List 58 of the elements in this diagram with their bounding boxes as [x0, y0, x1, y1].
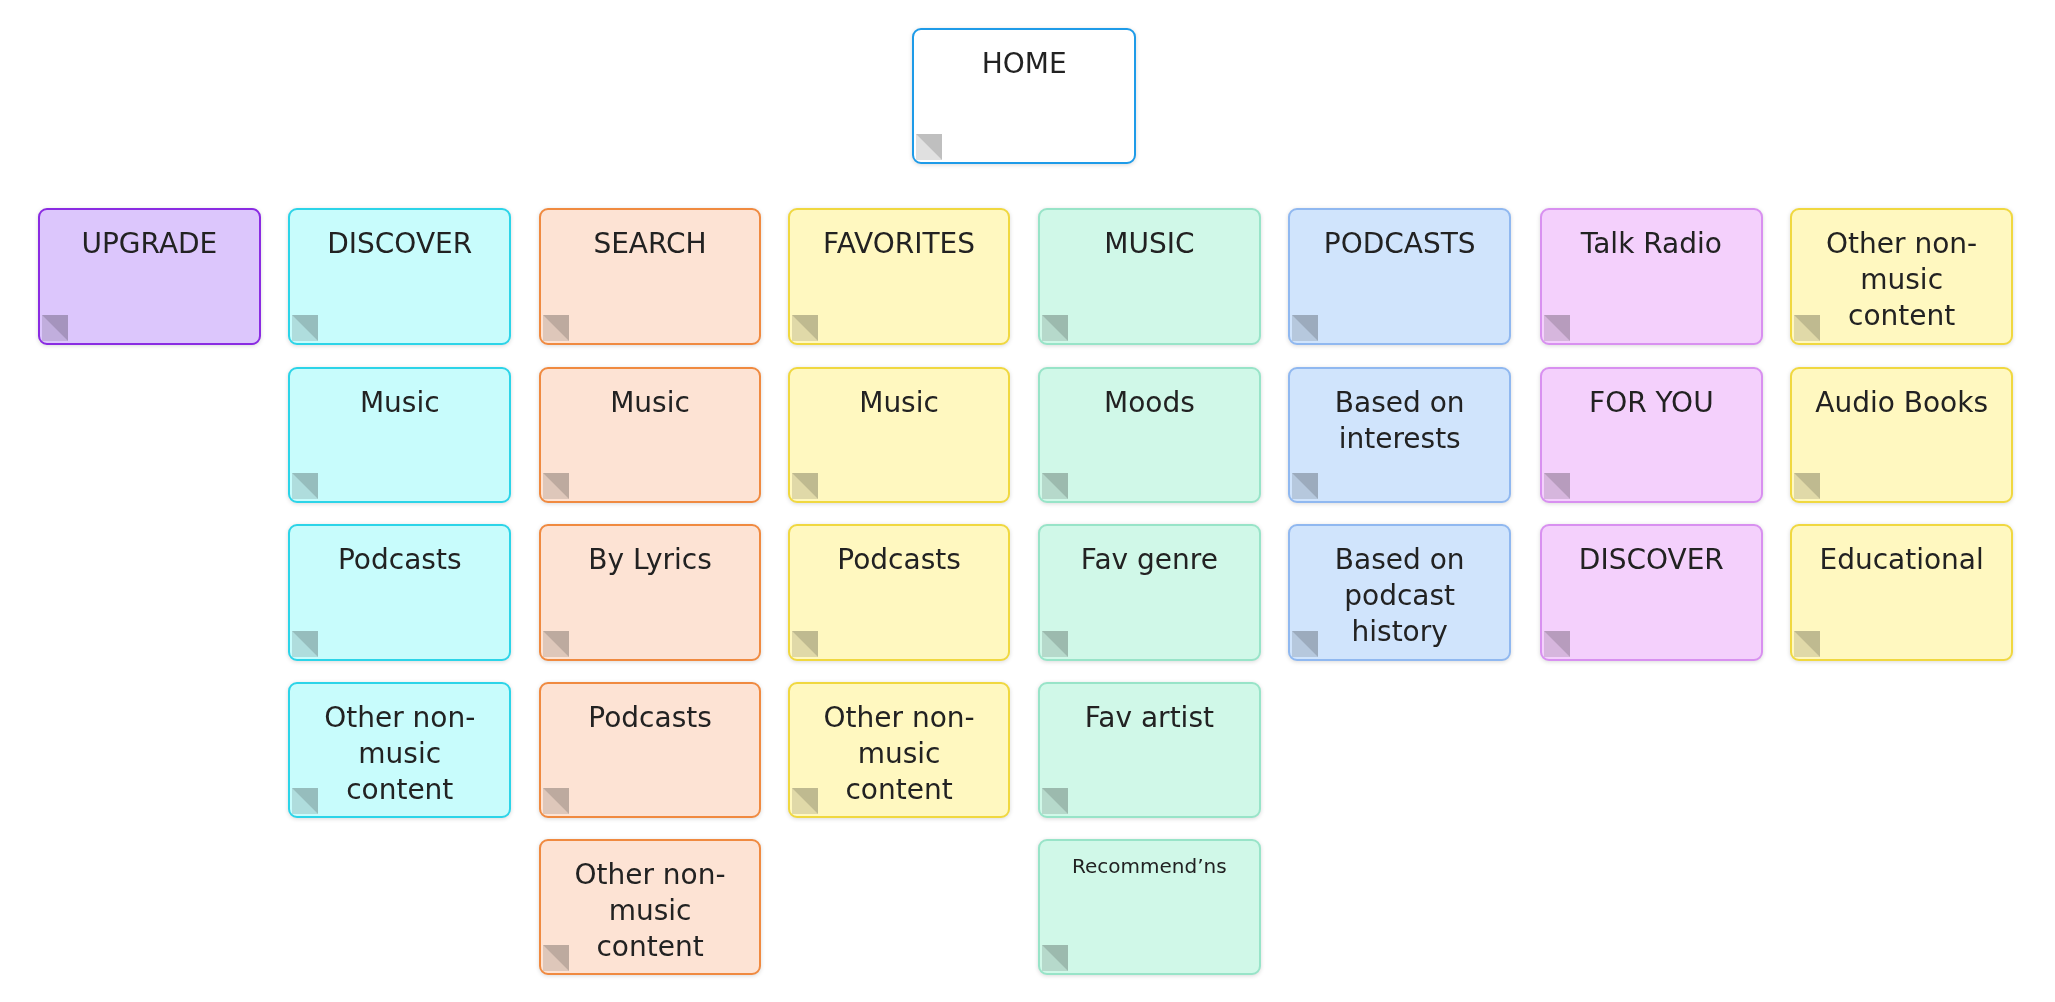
note-text: Other non-music content	[323, 699, 477, 808]
note-text: Fav artist	[1083, 699, 1215, 736]
note-text: Based on interests	[1333, 384, 1466, 457]
sticky-note	[1288, 208, 1512, 345]
sticky-note	[787, 208, 1011, 345]
sticky-note	[1790, 366, 2014, 504]
note-text: Music	[609, 384, 691, 421]
sticky-note	[912, 27, 1137, 164]
sticky-note	[538, 366, 762, 504]
note-text: FOR YOU	[1588, 384, 1715, 421]
sticky-note	[38, 208, 261, 345]
sticky-note	[288, 524, 512, 661]
note-text: Music	[858, 384, 940, 421]
sticky-note	[787, 681, 1011, 818]
sticky-note	[1288, 366, 1512, 504]
note-text: Educational	[1818, 542, 1985, 579]
note-text: DISCOVER	[1577, 542, 1725, 579]
note-text: Music	[358, 384, 441, 421]
sticky-note	[288, 208, 512, 345]
note-text: Talk Radio	[1579, 226, 1723, 263]
note-text: FAVORITES	[822, 226, 976, 263]
sticky-note	[1038, 208, 1261, 345]
note-text: UPGRADE	[80, 226, 219, 263]
note-text: Other non-music content	[1825, 226, 1979, 335]
note-text: Podcasts	[336, 542, 463, 579]
note-text: MUSIC	[1103, 226, 1196, 263]
sticky-note	[1288, 524, 1512, 661]
sticky-note	[787, 524, 1011, 661]
sticky-note	[1790, 208, 2014, 345]
note-text: Fav genre	[1079, 542, 1219, 579]
note-text: PODCASTS	[1322, 226, 1477, 263]
sticky-note	[787, 366, 1011, 504]
sticky-note	[1038, 681, 1261, 818]
sticky-note	[288, 366, 512, 504]
note-text: SEARCH	[592, 226, 708, 263]
note-text: Other non-music content	[822, 699, 976, 808]
sticky-note	[1038, 366, 1261, 504]
sticky-note	[538, 681, 762, 818]
note-text: Podcasts	[587, 699, 713, 736]
sticky-note	[538, 208, 762, 345]
note-text: HOME	[980, 45, 1068, 82]
sticky-note	[288, 681, 512, 818]
sticky-note	[1790, 524, 2014, 661]
note-text: By Lyrics	[587, 542, 713, 579]
sticky-note	[1038, 838, 1261, 976]
sticky-note	[1038, 524, 1261, 661]
note-text: Other non-music content	[573, 856, 727, 965]
sticky-note	[1539, 366, 1763, 504]
sticky-note	[1539, 524, 1763, 661]
note-text: Moods	[1103, 384, 1196, 421]
note-text: Recommend’ns	[1071, 852, 1228, 880]
sticky-note	[538, 838, 762, 976]
note-text: DISCOVER	[326, 226, 474, 263]
note-text: Audio Books	[1814, 384, 1990, 421]
sticky-note	[1539, 208, 1763, 345]
note-text: Podcasts	[836, 542, 962, 579]
note-text: Based on podcast history	[1333, 542, 1466, 651]
sticky-note	[538, 524, 762, 661]
